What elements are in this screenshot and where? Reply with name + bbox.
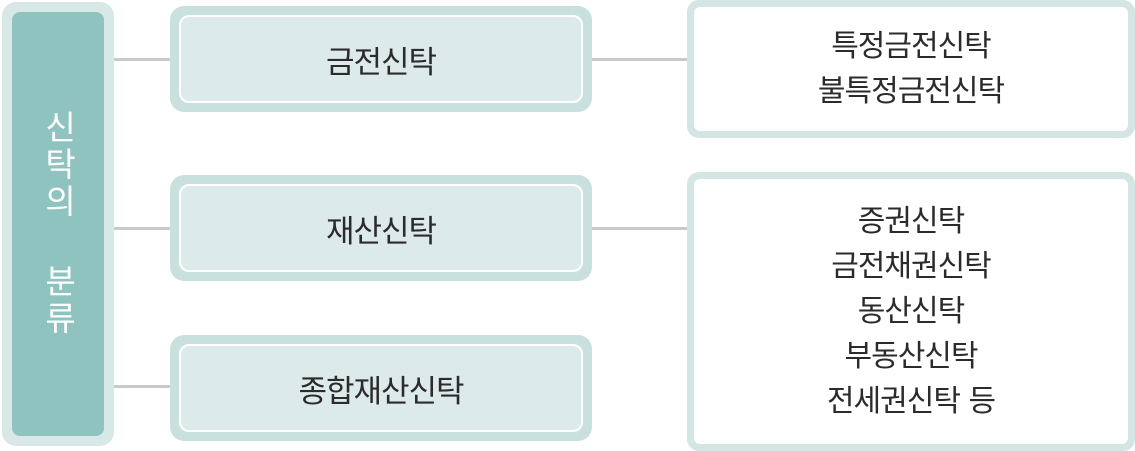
connector-money-trust-to-details: [590, 58, 689, 61]
connector-root-to-comprehensive-trust: [112, 385, 172, 388]
root-box: 신탁의 분류: [2, 2, 114, 446]
root-box-inner: 신탁의 분류: [12, 12, 104, 436]
category-box-inner: 금전신탁: [179, 15, 583, 103]
connector-root-to-money-trust: [112, 58, 172, 61]
category-label-comprehensive-trust: 종합재산신탁: [298, 373, 464, 410]
category-box-property-trust: 재산신탁: [170, 175, 592, 281]
detail-item-unspecified-money-trust: 불특정금전신탁: [817, 74, 1005, 109]
category-label-money-trust: 금전신탁: [325, 44, 437, 81]
detail-list-property-trust: 증권신탁 금전채권신탁 동산신탁 부동산신탁 전세권신탁 등: [694, 179, 1128, 444]
root-label: 신탁의 분류: [38, 110, 78, 338]
detail-item-real-estate-trust: 부동산신탁: [844, 339, 979, 374]
detail-item-securities-trust: 증권신탁: [857, 204, 965, 239]
detail-item-specified-money-trust: 특정금전신탁: [831, 29, 992, 64]
detail-item-monetary-claims-trust: 금전채권신탁: [831, 249, 992, 284]
category-box-money-trust: 금전신탁: [170, 6, 592, 112]
detail-item-movables-trust: 동산신탁: [857, 294, 965, 329]
category-box-comprehensive-trust: 종합재산신탁: [170, 335, 592, 441]
detail-box-money-trust: 특정금전신탁 불특정금전신탁: [687, 0, 1135, 138]
connector-root-to-property-trust: [112, 227, 172, 230]
detail-item-leasehold-trust: 전세권신탁 등: [826, 384, 996, 419]
category-label-property-trust: 재산신탁: [325, 213, 437, 250]
detail-list-money-trust: 특정금전신탁 불특정금전신탁: [694, 7, 1128, 131]
category-box-inner: 재산신탁: [179, 184, 583, 272]
connector-property-trust-to-details: [590, 227, 689, 230]
category-box-inner: 종합재산신탁: [179, 344, 583, 432]
detail-box-property-trust: 증권신탁 금전채권신탁 동산신탁 부동산신탁 전세권신탁 등: [687, 172, 1135, 451]
